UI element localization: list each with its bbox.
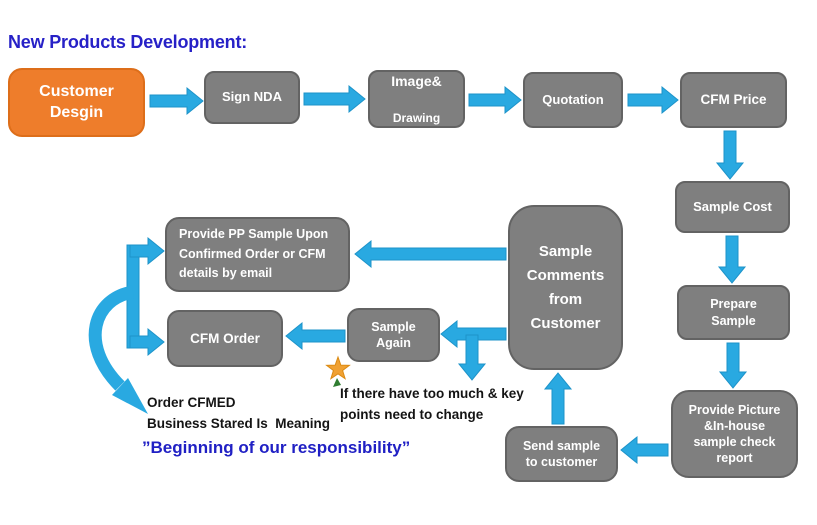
- node-customer-design: Customer Desgin: [8, 68, 145, 137]
- note-responsibility: ”Beginning of our responsibility”: [142, 438, 411, 457]
- node-label: Sample Again: [371, 319, 416, 350]
- page-title: New Products Development:: [8, 32, 248, 52]
- node-provide-picture: Provide Picture &In-house sample check r…: [671, 390, 798, 478]
- node-label: Customer Desgin: [39, 82, 114, 121]
- arrow-customer-to-signnda-icon: [149, 86, 204, 116]
- arrow-sendsample-to-samplecomments-icon: [543, 372, 573, 425]
- note-too-much-change: If there have too much & key points need…: [340, 386, 524, 422]
- arrow-quotation-to-cfmprice-icon: [627, 85, 679, 115]
- node-image-drawing: Image& Drawing: [368, 70, 465, 128]
- node-provide-pp-sample: Provide PP Sample Upon Confirmed Order o…: [165, 217, 350, 292]
- bracket-arrow-to-providepp-icon: [129, 236, 165, 266]
- node-sample-again: Sample Again: [347, 308, 440, 362]
- node-label: Sample Cost: [693, 198, 772, 214]
- bracket-arrow-to-cfmorder-icon: [129, 327, 165, 357]
- node-send-sample: Send sample to customer: [505, 426, 618, 482]
- node-label: Provide PP Sample Upon Confirmed Order o…: [179, 227, 329, 281]
- node-sign-nda: Sign NDA: [204, 71, 300, 124]
- arrow-providepicture-to-sendsample-icon: [620, 435, 669, 465]
- node-label: Sample Comments from Customer: [526, 242, 605, 332]
- node-label: CFM Price: [700, 92, 767, 108]
- arrow-cfmprice-to-samplecost-icon: [715, 130, 745, 180]
- arrow-sampleagain-to-cfmorder-icon: [285, 321, 346, 351]
- arrow-branch-to-change-note-icon: [457, 334, 487, 381]
- note-order-cfmed: Order CFMED Business Stared Is Meaning: [147, 395, 331, 431]
- node-label: Image& Drawing: [391, 51, 442, 147]
- arrow-preparesample-to-providepicture-icon: [718, 342, 748, 389]
- arrow-samplecomments-to-sampleagain-icon: [440, 319, 507, 349]
- curved-arrow-icon: [88, 285, 135, 391]
- arrow-samplecost-to-preparesample-icon: [717, 235, 747, 284]
- node-label: Sign NDA: [222, 89, 282, 105]
- curved-arrow-head-icon: [112, 378, 148, 414]
- node-label: CFM Order: [190, 330, 260, 346]
- node-label: Prepare Sample: [710, 297, 757, 328]
- green-wedge-icon: [333, 378, 341, 387]
- node-label: Quotation: [542, 91, 604, 107]
- node-quotation: Quotation: [523, 72, 623, 128]
- node-prepare-sample: Prepare Sample: [677, 285, 790, 340]
- node-sample-comments: Sample Comments from Customer: [508, 205, 623, 370]
- node-cfm-price: CFM Price: [680, 72, 787, 128]
- node-sample-cost: Sample Cost: [675, 181, 790, 233]
- star-icon: [325, 355, 351, 380]
- node-label-line1: Image&: [391, 72, 442, 89]
- arrow-image-to-quotation-icon: [468, 85, 522, 115]
- node-label: Send sample to customer: [522, 438, 601, 469]
- node-cfm-order: CFM Order: [167, 310, 283, 367]
- node-label: Provide Picture &In-house sample check r…: [688, 402, 781, 466]
- node-label-line2: Drawing: [392, 110, 441, 125]
- arrow-signnda-to-image-icon: [303, 84, 366, 114]
- arrow-samplecomments-to-providepp-icon: [354, 239, 507, 269]
